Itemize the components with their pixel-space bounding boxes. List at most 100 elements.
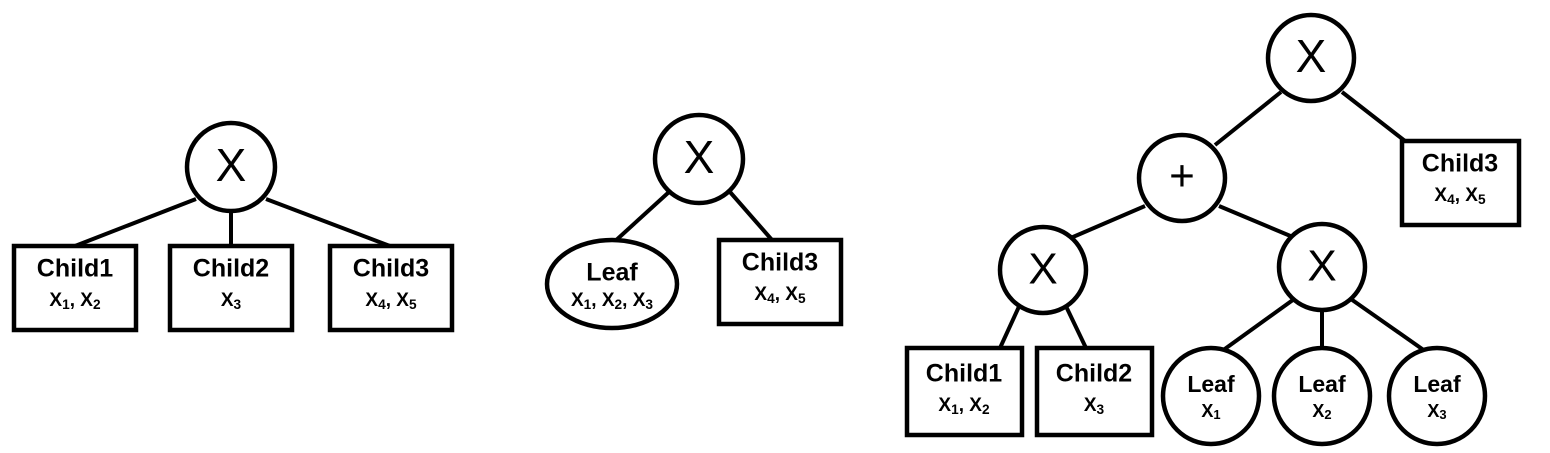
operator-product-label: X	[1296, 30, 1327, 82]
child3-variables: X4, X5	[754, 284, 806, 306]
child2-box[interactable]	[167, 243, 295, 333]
child3-box[interactable]	[1399, 138, 1522, 228]
leaf3-var-sub: 3	[1439, 407, 1446, 422]
child3-var1-sub: 4	[378, 297, 386, 312]
leaf-ellipse[interactable]	[544, 237, 680, 331]
tree-1-child1-node[interactable]: Child1 X1, X2	[11, 243, 139, 333]
tree-1-child3-node[interactable]: Child3 X4, X5	[327, 243, 455, 333]
child2-box[interactable]	[1034, 345, 1155, 438]
tree-3-right-product-node[interactable]: X	[1276, 221, 1368, 313]
tree-3-root-node[interactable]: X	[1265, 12, 1357, 104]
operator-product-circle-left[interactable]	[997, 224, 1089, 316]
tree-2-leaf-node[interactable]: Leaf X1, X2, X3	[544, 237, 680, 331]
leaf3-title: Leaf	[1413, 371, 1461, 397]
child3-var2-base: X	[1465, 185, 1478, 206]
edge-right-product-to-leaf1	[1220, 295, 1299, 353]
leaf3-var-base: X	[1427, 401, 1439, 421]
tree-3-child1-node[interactable]: Child1 X1, X2	[904, 345, 1025, 438]
child1-var1-sub: 1	[62, 297, 70, 312]
edge-root-to-child3	[1340, 90, 1407, 143]
leaf-var2-sub: 2	[615, 297, 623, 312]
child1-variables: X1, X2	[49, 290, 101, 312]
leaf-circle-1[interactable]	[1160, 345, 1262, 447]
leaf-var3-base: X	[633, 290, 646, 311]
child1-title: Child1	[926, 360, 1002, 388]
child1-var2-sub: 2	[982, 402, 990, 417]
child1-var2-base: X	[80, 290, 93, 311]
operator-product-circle[interactable]	[1265, 12, 1357, 104]
leaf2-variables: X2	[1312, 401, 1331, 423]
tree-3-leaf3-node[interactable]: Leaf X3	[1386, 345, 1488, 447]
tree-2-root-node[interactable]: X	[652, 112, 746, 206]
tree-2-child3-node[interactable]: Child3 X4, X5	[716, 237, 844, 327]
child2-variables: X3	[1084, 395, 1105, 417]
tree-1-child2-node[interactable]: Child2 X3	[167, 243, 295, 333]
child3-title: Child3	[1422, 150, 1498, 178]
child3-var2-sub: 5	[1478, 192, 1486, 207]
child3-var2-base: X	[785, 284, 798, 305]
child1-variables: X1, X2	[938, 395, 990, 417]
operator-product-label: X	[684, 131, 715, 183]
tree-3-leaf2-node[interactable]: Leaf X2	[1271, 345, 1373, 447]
tree-3-edges	[998, 90, 1427, 354]
child2-var1-sub: 3	[234, 297, 242, 312]
child1-title: Child1	[37, 255, 113, 283]
operator-sum-circle[interactable]	[1136, 132, 1228, 224]
leaf1-title: Leaf	[1187, 371, 1235, 397]
leaf-var2-base: X	[602, 290, 615, 311]
child1-var1-sub: 1	[951, 402, 959, 417]
edge-root-to-leaf	[611, 190, 671, 245]
child3-title: Child3	[353, 255, 429, 283]
leaf1-var-sub: 1	[1213, 407, 1220, 422]
tree-3-plus-node[interactable]: +	[1136, 132, 1228, 224]
child3-var1-base: X	[1434, 185, 1447, 206]
leaf3-variables: X3	[1427, 401, 1446, 423]
edge-right-product-to-leaf3	[1346, 295, 1427, 353]
edge-root-to-child3	[265, 197, 391, 248]
child1-var1-base: X	[49, 290, 62, 311]
child2-variables: X3	[221, 290, 242, 312]
tree-1-root-node[interactable]: X	[184, 120, 278, 214]
tree-3-child3-node[interactable]: Child3 X4, X5	[1399, 138, 1522, 228]
child2-var1-base: X	[1084, 395, 1097, 416]
leaf2-var-sub: 2	[1324, 407, 1331, 422]
operator-sum-label: +	[1169, 152, 1195, 201]
child1-box[interactable]	[904, 345, 1025, 438]
tree-1: X Child1 X1, X2 Child2 X3 C	[11, 120, 455, 333]
tree-1-edges	[74, 197, 391, 248]
edge-root-to-child1	[74, 197, 197, 248]
child3-var2-sub: 5	[798, 291, 806, 306]
leaf-var3-sub: 3	[645, 297, 653, 312]
child3-box[interactable]	[327, 243, 455, 333]
operator-product-circle-right[interactable]	[1276, 221, 1368, 313]
child2-title: Child2	[1056, 360, 1132, 388]
tree-3-leaf1-node[interactable]: Leaf X1	[1160, 345, 1262, 447]
operator-product-label-left: X	[1028, 245, 1057, 294]
leaf-circle-2[interactable]	[1271, 345, 1373, 447]
leaf-title: Leaf	[586, 259, 638, 287]
tree-3-child2-node[interactable]: Child2 X3	[1034, 345, 1155, 438]
tree-3-left-product-node[interactable]: X	[997, 224, 1089, 316]
tree-2-edges	[611, 190, 774, 245]
edge-root-to-child3	[728, 190, 774, 242]
leaf2-title: Leaf	[1298, 371, 1346, 397]
leaf1-variables: X1	[1201, 401, 1220, 423]
child3-box[interactable]	[716, 237, 844, 327]
child3-var2-base: X	[396, 290, 409, 311]
leaf1-var-base: X	[1201, 401, 1213, 421]
child3-var1-sub: 4	[1447, 192, 1455, 207]
child3-var1-base: X	[365, 290, 378, 311]
child3-variables: X4, X5	[365, 290, 417, 312]
leaf-var1-base: X	[571, 290, 584, 311]
leaf-circle-3[interactable]	[1386, 345, 1488, 447]
edge-root-to-plus	[1213, 90, 1283, 147]
operator-product-label-right: X	[1307, 242, 1336, 291]
tree-3: X + Child3 X4, X5 X	[904, 12, 1522, 447]
child3-title: Child3	[742, 249, 818, 277]
operator-product-label: X	[216, 139, 247, 191]
child1-var2-sub: 2	[93, 297, 101, 312]
operator-product-circle[interactable]	[652, 112, 746, 206]
operator-product-circle[interactable]	[184, 120, 278, 214]
child1-box[interactable]	[11, 243, 139, 333]
